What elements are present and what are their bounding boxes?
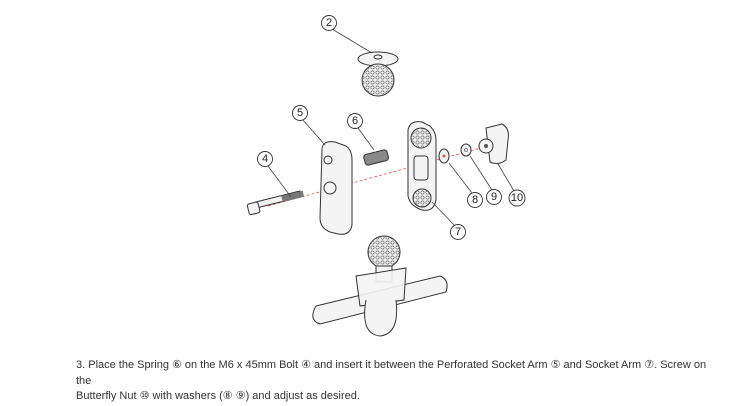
handlebar-clamp-mount xyxy=(312,235,448,337)
perforated-socket-arm xyxy=(319,141,353,235)
instruction-line-2: Butterfly Nut ⑩ with washers (⑧ ⑨) and a… xyxy=(76,390,360,402)
leader-line-9 xyxy=(469,155,493,191)
callout-4: 4 xyxy=(257,151,273,167)
svg-text:6: 6 xyxy=(352,115,358,127)
svg-text:5: 5 xyxy=(297,107,303,119)
svg-text:7: 7 xyxy=(455,226,461,238)
butterfly-nut xyxy=(478,123,509,165)
instruction-line-1: 3. Place the Spring ⑥ on the M6 x 45mm B… xyxy=(76,359,707,387)
socket-arm xyxy=(407,121,437,211)
ball-mount-top xyxy=(357,51,399,97)
callout-8: 8 xyxy=(467,192,483,208)
svg-text:2: 2 xyxy=(326,17,332,29)
svg-text:10: 10 xyxy=(511,192,523,204)
leader-line-2 xyxy=(331,28,373,54)
callout-9: 9 xyxy=(486,189,502,205)
assembly-axis-line xyxy=(267,145,489,207)
leader-line-7 xyxy=(431,201,456,227)
washer-8 xyxy=(438,148,450,164)
svg-text:8: 8 xyxy=(472,194,478,206)
leader-line-5 xyxy=(302,119,326,146)
instruction-text: 3. Place the Spring ⑥ on the M6 x 45mm B… xyxy=(76,358,716,405)
leader-line-8 xyxy=(448,162,473,194)
svg-text:4: 4 xyxy=(262,153,268,165)
svg-text:9: 9 xyxy=(491,191,497,203)
leader-line-10 xyxy=(497,163,515,192)
callout-2: 2 xyxy=(321,15,337,31)
callout-5: 5 xyxy=(292,105,308,121)
spring xyxy=(363,149,389,166)
washer-9 xyxy=(460,143,472,157)
callout-6: 6 xyxy=(347,113,363,129)
callout-7: 7 xyxy=(450,224,466,240)
exploded-assembly-diagram: 2 5 6 4 7 8 9 10 xyxy=(246,15,526,337)
leader-line-6 xyxy=(357,127,375,151)
leader-line-4 xyxy=(267,165,292,198)
bolt-m6x45 xyxy=(246,190,305,216)
callout-10: 10 xyxy=(508,189,526,207)
